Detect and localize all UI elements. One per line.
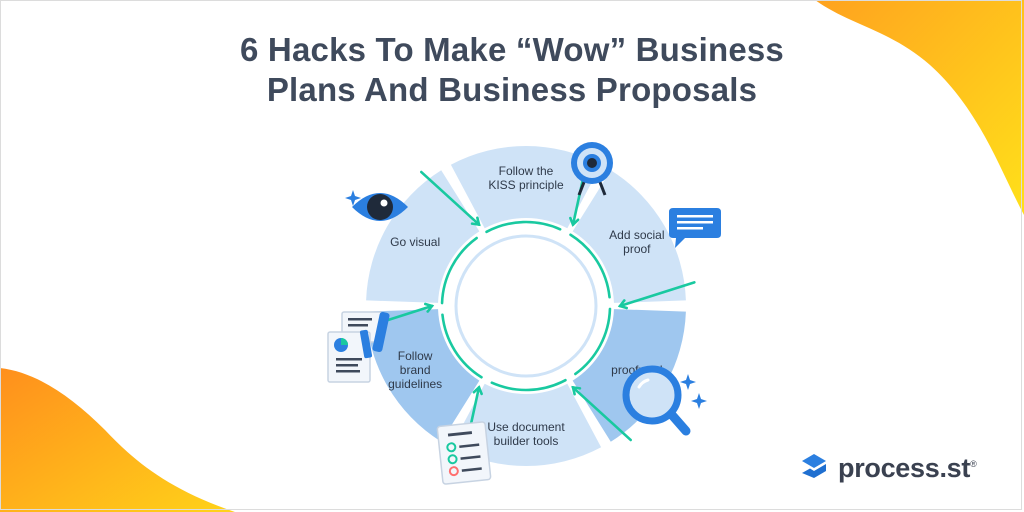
checklist-icon: [436, 421, 492, 485]
center-circle: [454, 234, 598, 378]
flow-divider: [618, 281, 696, 308]
top-right-blob: [815, 0, 1024, 215]
flow-arc: [441, 313, 483, 379]
logo-text: process.st®: [838, 452, 977, 483]
sparkle-icon: [345, 190, 361, 206]
cycle-segment: [366, 309, 480, 442]
cycle-segment: [366, 170, 480, 303]
step-label-line: Add social: [609, 228, 664, 242]
flow-arrows: [356, 147, 696, 465]
flow-arrowhead: [470, 216, 481, 227]
bottom-left-blob: [0, 368, 235, 512]
page-title: 6 Hacks To Make “Wow” Business Plans And…: [112, 30, 912, 110]
flow-arrowhead: [571, 385, 582, 396]
step-label-line: guidelines: [388, 377, 442, 391]
step-label-line: Follow: [398, 349, 433, 363]
process-st-logo: process.st®: [798, 451, 977, 485]
step-label: Go visual: [390, 235, 440, 249]
eye-icon: [352, 193, 408, 221]
magnifier-icon: [622, 365, 691, 436]
cycle-segment: [572, 170, 686, 303]
flow-arc: [440, 236, 478, 305]
chat-bubble-icon: [669, 208, 721, 248]
cycle-segments: [366, 145, 686, 467]
flow-arc: [574, 307, 612, 376]
cycle-segment: [450, 145, 602, 229]
flow-arrowhead: [569, 216, 580, 227]
flow-divider: [571, 386, 632, 442]
target-icon: [571, 142, 613, 196]
step-label-line: Go visual: [390, 235, 440, 249]
flow-arc: [490, 378, 567, 392]
cycle-segment: [572, 309, 686, 442]
flow-divider: [420, 170, 481, 226]
flow-arc: [569, 233, 611, 299]
flow-arrowhead: [617, 299, 629, 310]
logo-mark-icon: [802, 454, 826, 478]
step-label-line: proof: [623, 242, 651, 256]
step-label-line: brand: [400, 363, 431, 377]
step-label-line: builder tools: [494, 434, 559, 448]
flow-arc: [485, 220, 562, 234]
flow-arrowhead: [472, 385, 483, 396]
sparkle-icon: [680, 374, 707, 409]
step-label-line: Use document: [487, 420, 565, 434]
flow-arrowhead: [423, 302, 435, 313]
cycle-segment: [450, 383, 602, 467]
step-label-line: Follow the: [499, 164, 554, 178]
title-line-1: 6 Hacks To Make “Wow” Business: [240, 31, 784, 68]
title-line-2: Plans And Business Proposals: [266, 71, 758, 108]
step-label-line: KISS principle: [488, 178, 564, 192]
brand-documents-icon: [327, 311, 390, 383]
